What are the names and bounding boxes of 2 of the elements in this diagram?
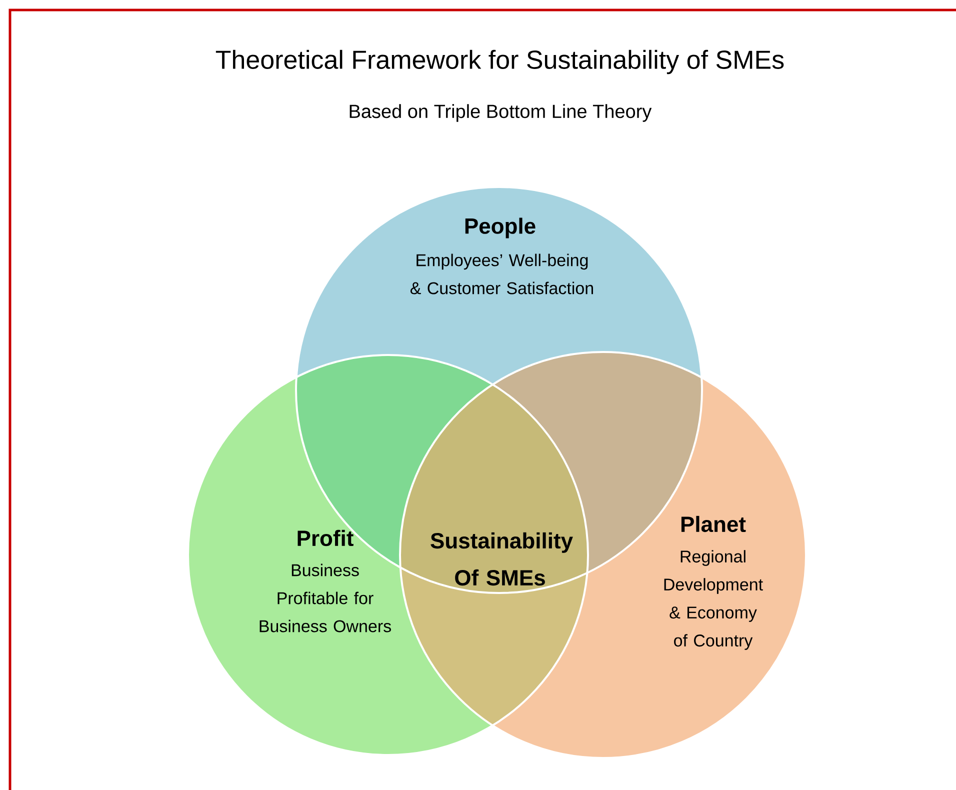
subtitle: Based on Triple Bottom Line Theory (350, 104, 652, 122)
title: Theoretical Framework for Sustainability of SMEs (216, 50, 784, 74)
